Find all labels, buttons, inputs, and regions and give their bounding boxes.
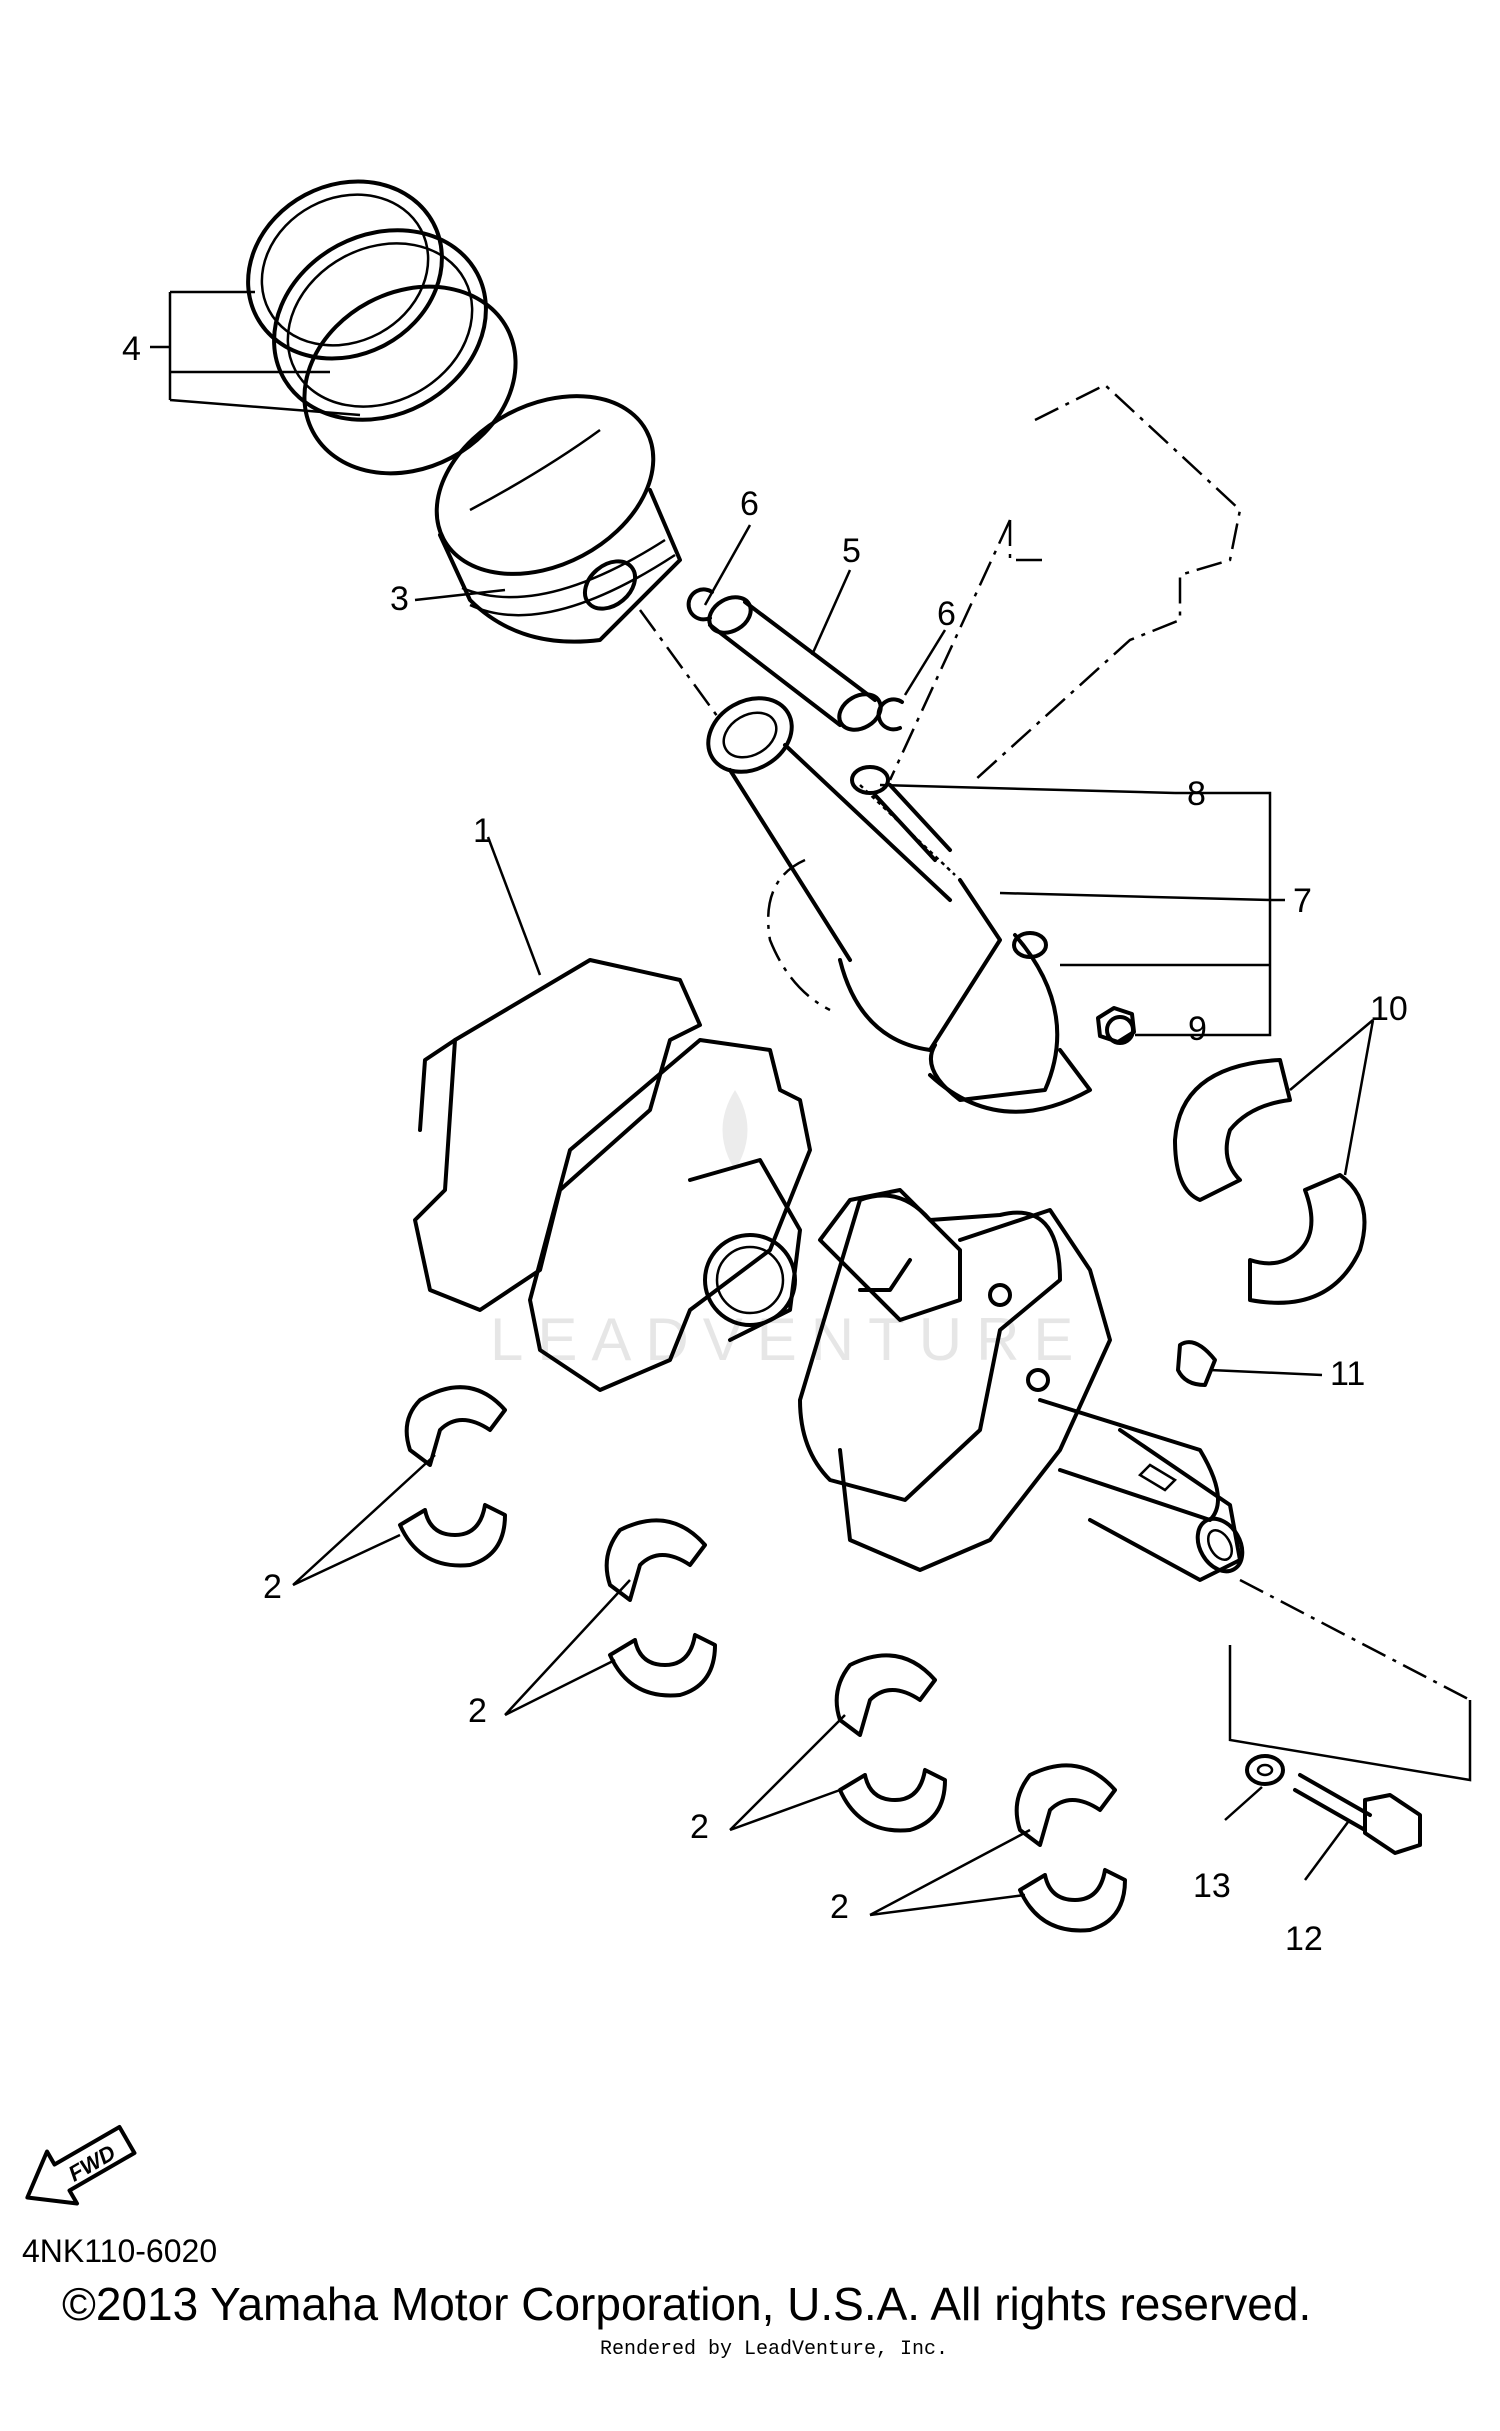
callout-2d: 2 — [830, 1888, 849, 1926]
fwd-arrow: FWD — [25, 2125, 137, 2206]
crankshaft-left — [413, 958, 812, 1392]
copyright-notice: ©2013 Yamaha Motor Corporation, U.S.A. A… — [62, 2278, 1312, 2330]
callout-8: 8 — [1187, 775, 1206, 813]
leader-lines — [150, 290, 1375, 1917]
diagram-code: 4NK110-6020 — [22, 2233, 218, 2269]
callout-6b: 6 — [937, 595, 956, 633]
crankcase-outline — [766, 383, 1242, 1012]
woodruff-key — [1176, 1340, 1217, 1387]
callout-1: 1 — [473, 812, 492, 850]
circlips — [686, 587, 904, 732]
callout-11: 11 — [1330, 1355, 1365, 1393]
rendered-by: Rendered by LeadVenture, Inc. — [600, 2338, 949, 2361]
callout-6: 6 — [740, 485, 759, 523]
callout-10: 10 — [1370, 990, 1408, 1028]
callout-3: 3 — [390, 580, 409, 618]
main-bearings — [398, 1385, 1127, 1933]
piston-pin — [707, 595, 883, 732]
callout-2a: 2 — [263, 1568, 282, 1606]
callout-13: 13 — [1193, 1867, 1231, 1905]
callout-4: 4 — [122, 330, 141, 368]
callout-2b: 2 — [468, 1692, 487, 1730]
piston — [434, 394, 682, 644]
callout-5: 5 — [842, 532, 861, 570]
crankshaft-right — [798, 1188, 1245, 1582]
callout-2c: 2 — [690, 1808, 709, 1846]
big-end-bearings — [1173, 1058, 1367, 1305]
callout-12: 12 — [1285, 1920, 1323, 1958]
leadventure-watermark: LEADVENTURE — [490, 1090, 1087, 1373]
callouts: 4 3 6 5 6 8 1 7 9 10 11 2 2 2 2 13 12 — [122, 330, 1408, 1958]
bolt-washer-group — [1228, 1645, 1472, 1855]
piston-rings — [246, 179, 518, 476]
centerlines — [638, 609, 1471, 1702]
watermark-text: LEADVENTURE — [490, 1306, 1087, 1373]
conrod-nut — [1096, 1006, 1136, 1044]
conrod-bolt — [850, 765, 952, 862]
callout-7: 7 — [1293, 882, 1312, 920]
callout-9: 9 — [1188, 1010, 1207, 1048]
